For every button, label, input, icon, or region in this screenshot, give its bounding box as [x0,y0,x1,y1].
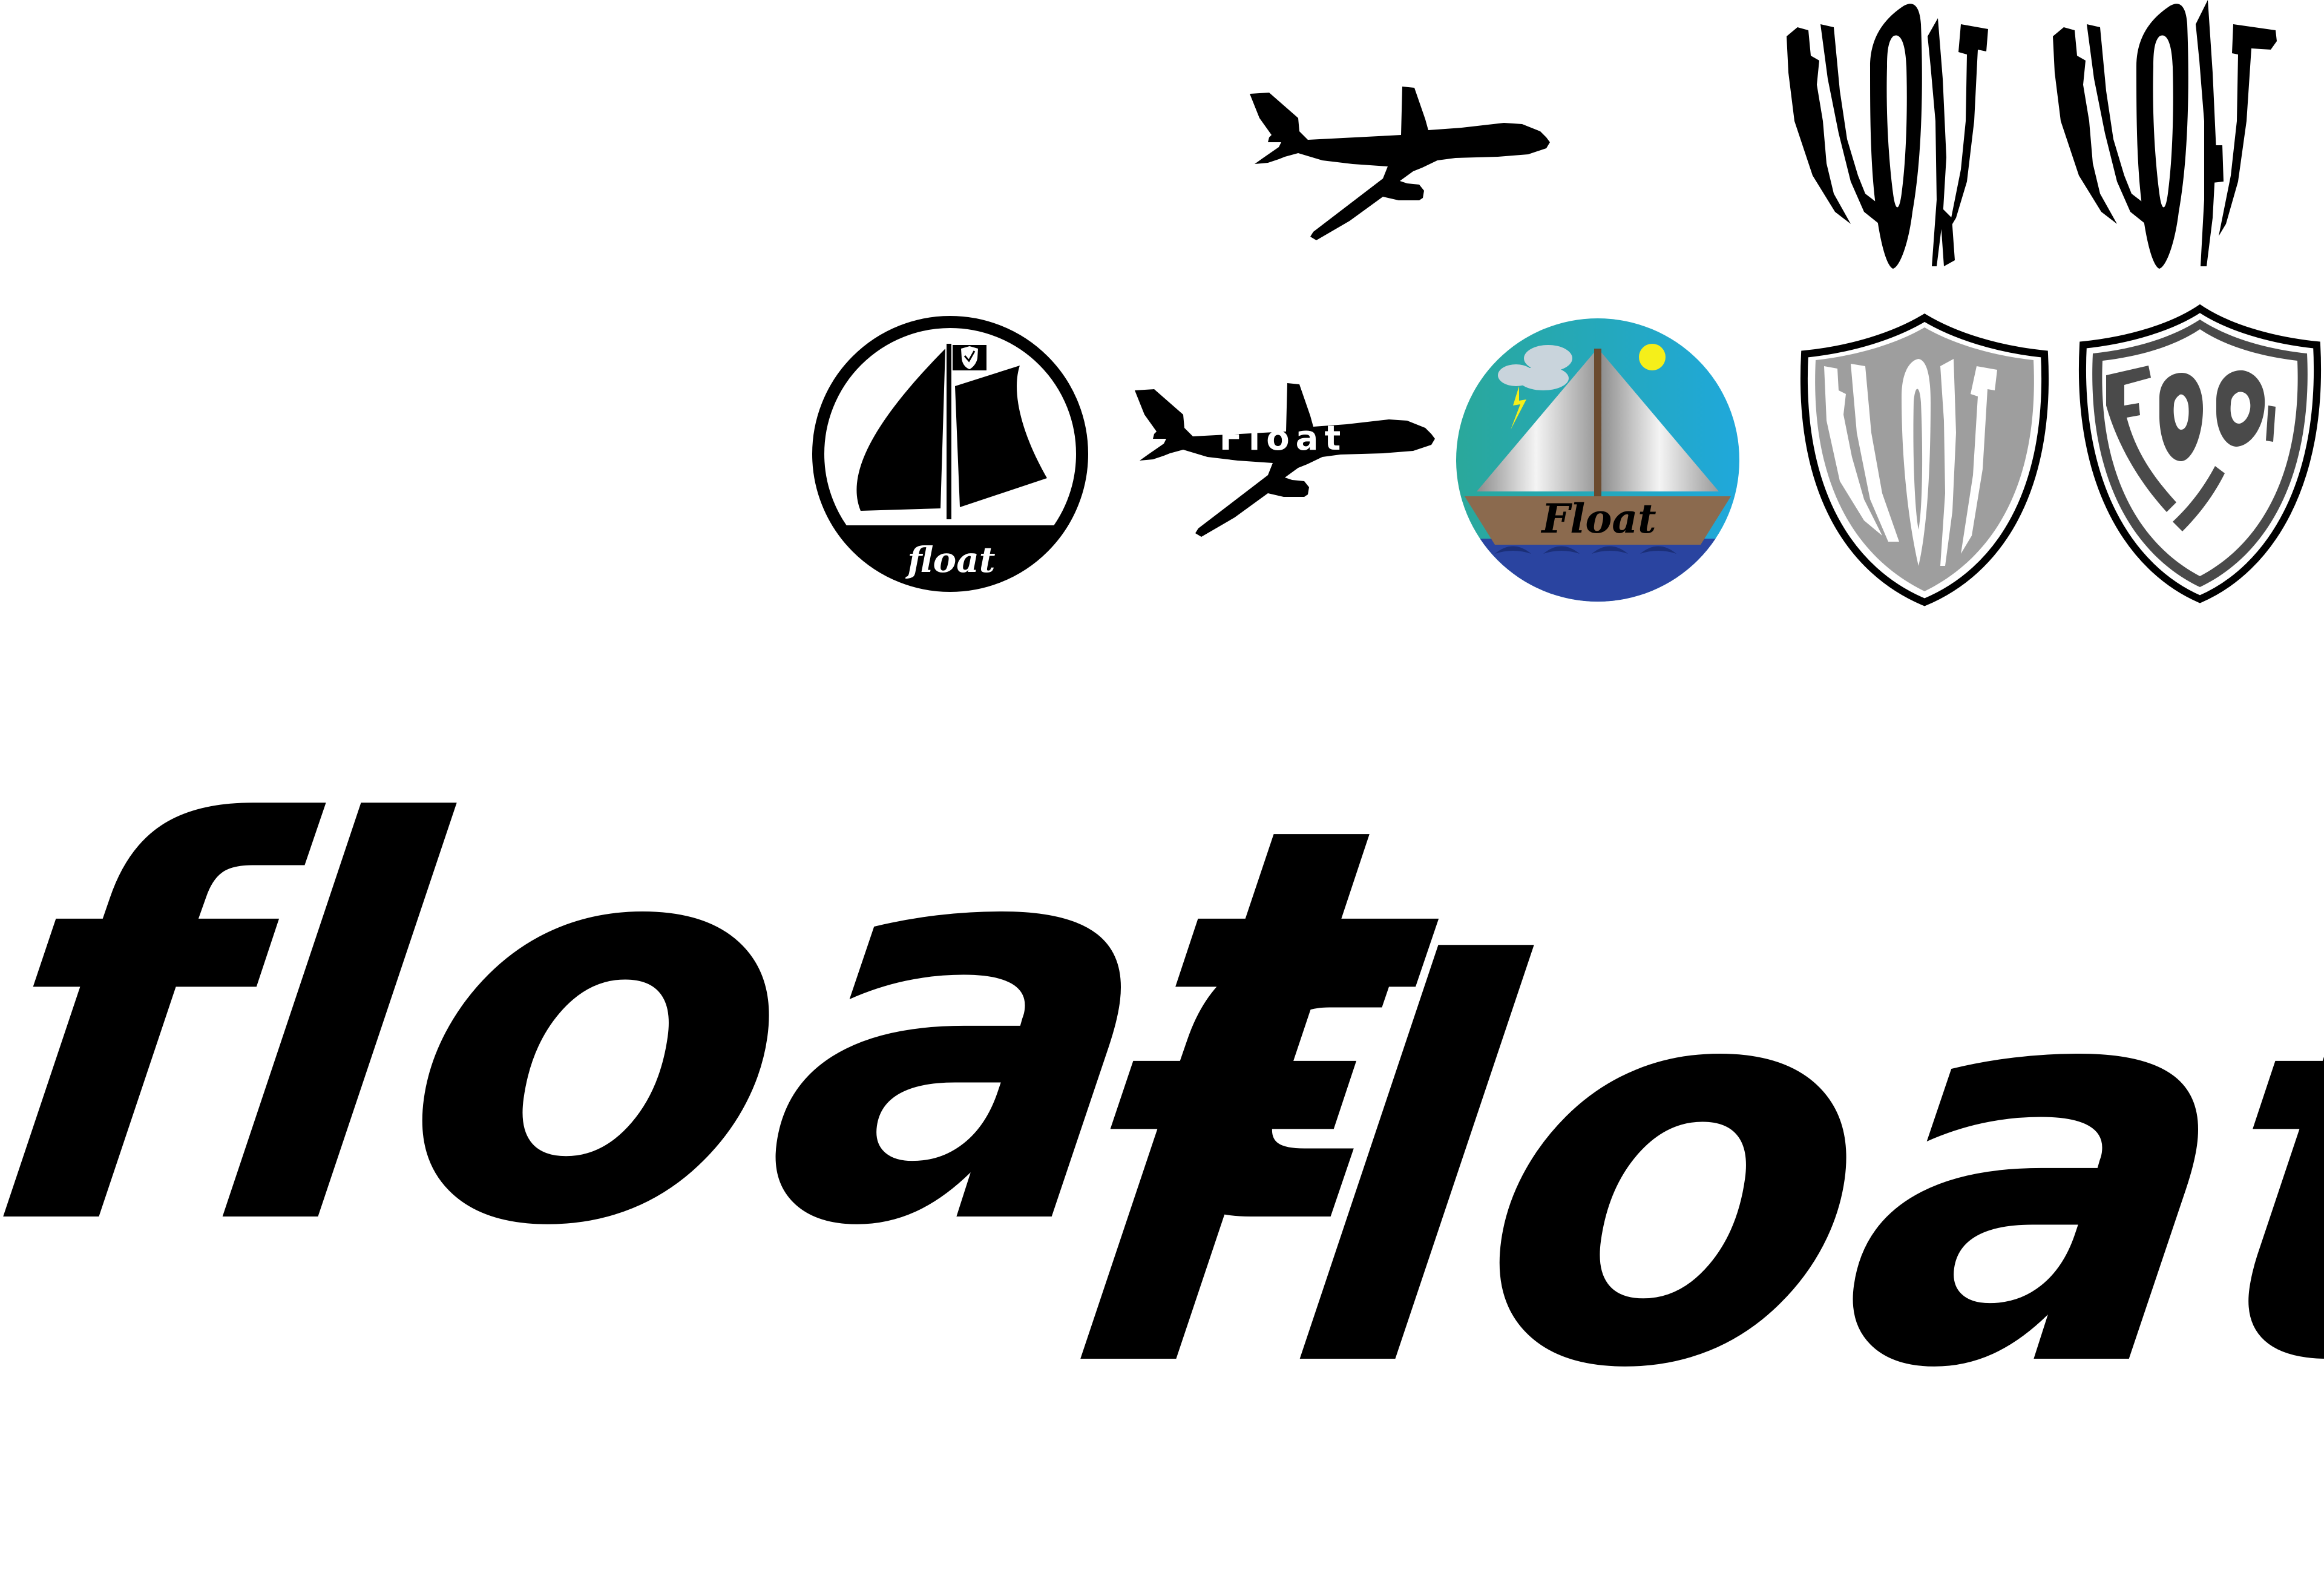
color-sailboat-wordmark: Float [1540,495,1656,542]
distorted-wordmark-float [2053,0,2277,269]
sailboat-icon [856,344,1047,519]
shield-wordmark [1824,359,1997,566]
wave-icon [1495,546,1676,554]
cloud-icon [1498,345,1572,390]
airplane-wordmark: Float [1219,419,1347,458]
sun-icon [1639,344,1666,370]
large-wordmark: float [1032,854,2324,1488]
lightning-icon [1511,386,1526,430]
airplane-icon [1250,87,1550,240]
shield-icon [1800,314,2049,606]
badge-wordmark: float [905,539,995,580]
sailboat-icon [1465,349,1731,545]
sailboat-badge: float [812,316,1088,592]
distorted-wordmark-float [1787,4,1988,269]
color-sailboat-badge: Float [1456,318,1739,602]
shield-wordmark [2106,366,2276,531]
shield-icon [2079,304,2321,603]
airplane-icon [1135,383,1435,537]
airplane-float-logo: Float [1135,383,1435,537]
